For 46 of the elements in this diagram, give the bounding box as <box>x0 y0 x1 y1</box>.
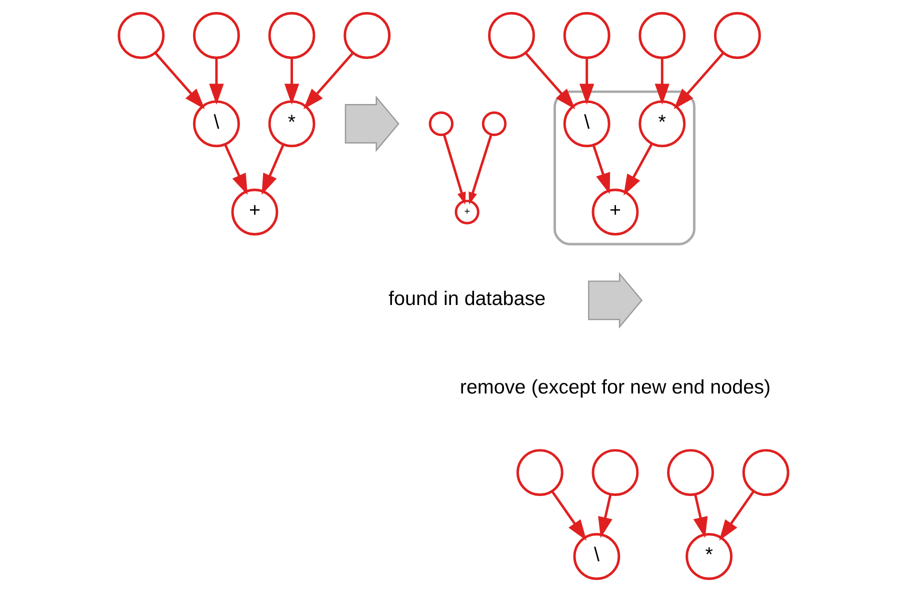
arrow <box>718 490 754 541</box>
arrow <box>598 494 612 538</box>
arrow <box>154 52 204 110</box>
arrow <box>224 144 248 195</box>
node-arrow <box>344 96 399 152</box>
node-circle <box>742 449 789 496</box>
node-circle: + <box>230 188 278 236</box>
arrow <box>623 143 653 196</box>
node-circle <box>117 12 164 59</box>
node-circle <box>666 449 714 496</box>
node-circle: \ <box>572 533 620 580</box>
node-circle <box>343 12 390 59</box>
label: remove (except for new end nodes) <box>459 376 770 398</box>
arrow <box>302 52 354 110</box>
arrow <box>442 134 466 205</box>
node-circle <box>481 111 506 136</box>
arrow <box>592 144 610 194</box>
node-circle: * <box>638 100 686 148</box>
node-circle: \ <box>562 100 610 148</box>
node-circle: \ <box>192 100 240 148</box>
cluster <box>553 90 695 246</box>
node-circle <box>516 449 563 496</box>
node-circle: + <box>454 200 479 224</box>
node-circle <box>428 111 453 136</box>
arrow <box>654 58 669 105</box>
node-circle <box>488 12 534 59</box>
node-circle <box>591 449 638 496</box>
node-arrow <box>588 272 642 329</box>
arrow <box>468 134 492 205</box>
node-circle <box>714 12 760 59</box>
label: found in database <box>388 288 546 310</box>
arrow <box>261 144 284 195</box>
arrow <box>550 490 586 541</box>
arrow <box>284 58 299 105</box>
arrow <box>578 58 594 105</box>
arrow <box>524 52 575 110</box>
node-circle <box>638 12 686 59</box>
arrow <box>673 52 724 110</box>
node-circle <box>192 12 240 59</box>
node-circle: * <box>685 533 732 580</box>
arrow <box>692 494 708 538</box>
arrow <box>208 58 224 105</box>
node-circle: + <box>591 188 638 236</box>
node-circle <box>562 12 610 59</box>
node-circle: * <box>268 100 315 148</box>
node-circle <box>268 12 315 59</box>
